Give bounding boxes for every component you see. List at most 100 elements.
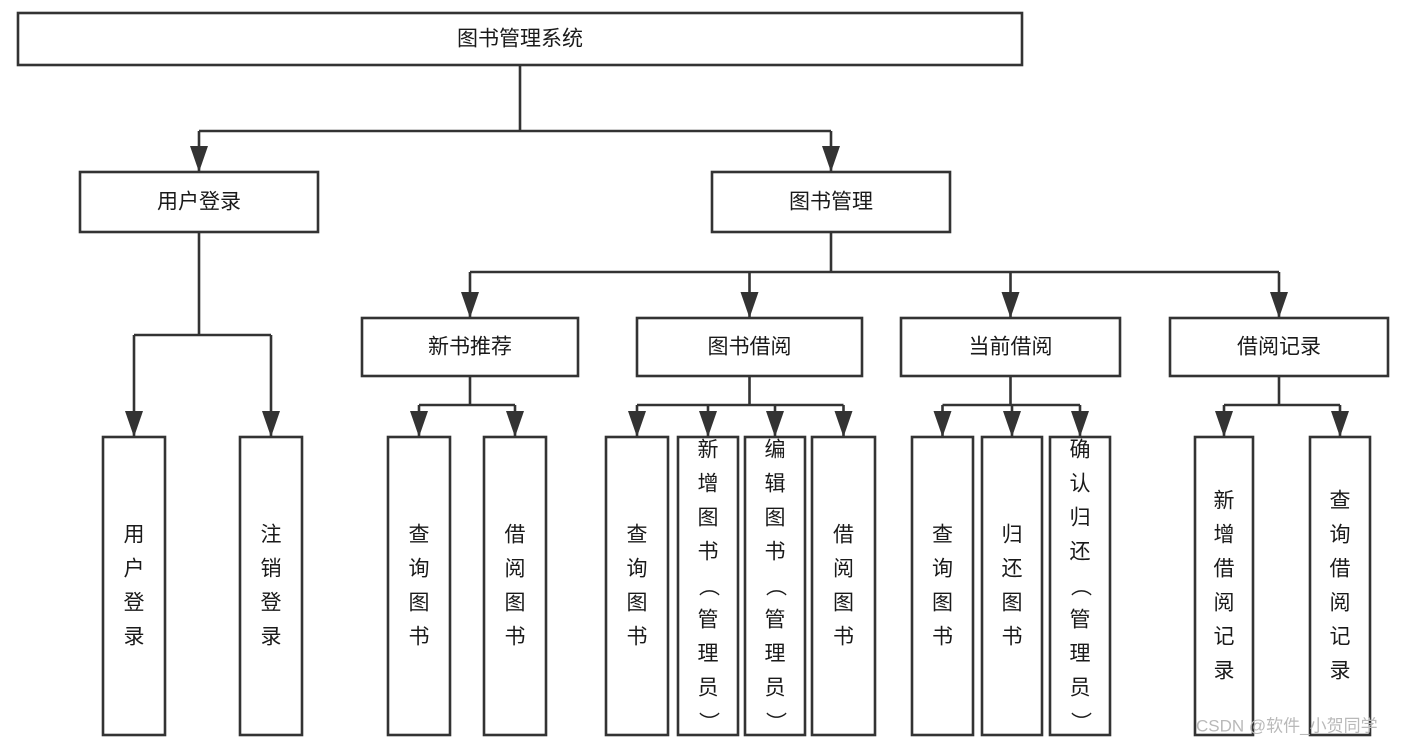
node-label-current-borrow: 当前借阅: [969, 336, 1053, 359]
node-label-char: 图: [932, 592, 953, 615]
arrow-head-icon: [1001, 292, 1020, 318]
node-label-char: 书: [932, 626, 953, 649]
arrow-head-icon: [1071, 411, 1089, 437]
node-label-leaf-user-login: 用户登录: [124, 524, 145, 649]
node-box-leaf-add-book[interactable]: [676, 435, 740, 737]
node-label-char: 借: [1330, 558, 1351, 581]
node-box-leaf-add-record[interactable]: [1193, 435, 1255, 737]
node-label-char: 编: [765, 439, 786, 462]
node-box-leaf-confirm-return[interactable]: [1048, 435, 1112, 737]
node-box-leaf-query-book-borrow[interactable]: [604, 435, 670, 737]
node-label-char: 理: [1070, 643, 1091, 666]
node-box-leaf-borrow-book-recommend[interactable]: [482, 435, 548, 737]
node-label-char: 书: [627, 626, 648, 649]
node-box-borrow-record[interactable]: [1168, 316, 1390, 378]
node-box-leaf-query-book-current[interactable]: [910, 435, 975, 737]
arrow-head-icon: [699, 411, 717, 437]
node-label-char: 增: [698, 473, 719, 496]
node-label-char: 录: [1330, 660, 1351, 683]
node-box-leaf-user-login[interactable]: [101, 435, 167, 737]
node-box-new-book-recommend[interactable]: [360, 316, 580, 378]
node-box-undefined[interactable]: [16, 11, 1024, 67]
node-label-char: 书: [505, 626, 526, 649]
node-label-char: 用: [124, 524, 145, 547]
node-box-leaf-edit-book[interactable]: [743, 435, 807, 737]
node-label-char: 图: [505, 592, 526, 615]
node-label-char: 记: [1214, 626, 1235, 649]
node-label-char: 阅: [1214, 592, 1235, 615]
node-label-char: 注: [261, 524, 282, 547]
node-box-leaf-return-book[interactable]: [980, 435, 1044, 737]
node-box-book-borrow[interactable]: [635, 316, 864, 378]
node-label-char: 询: [409, 558, 430, 581]
node-label-char: （: [764, 576, 787, 597]
arrow-head-icon: [1331, 411, 1349, 437]
node-box-leaf-logout[interactable]: [238, 435, 304, 737]
node-box-book-manage[interactable]: [710, 170, 952, 234]
node-label-char: 书: [1002, 626, 1023, 649]
node-label-char: 新: [1214, 490, 1235, 513]
node-label-char: 辑: [765, 473, 786, 496]
node-label-layer: 图书管理系统用户登录图书管理新书推荐图书借阅当前借阅借阅记录用户登录注销登录查询…: [124, 28, 1351, 733]
node-box-leaf-query-record[interactable]: [1308, 435, 1372, 737]
node-label-char: 图: [627, 592, 648, 615]
node-label-char: 查: [932, 524, 953, 547]
node-label-char: ）: [697, 712, 720, 733]
node-label-char: 还: [1070, 541, 1091, 564]
node-label-user-login: 用户登录: [157, 191, 241, 214]
node-box-current-borrow[interactable]: [899, 316, 1122, 378]
node-label-book-borrow: 图书借阅: [708, 336, 792, 359]
arrow-head-icon: [1215, 411, 1233, 437]
node-label-char: 认: [1070, 473, 1091, 496]
node-label-char: 登: [261, 592, 282, 615]
node-label-char: 记: [1330, 626, 1351, 649]
arrow-head-icon: [125, 411, 143, 437]
node-label-char: 询: [627, 558, 648, 581]
node-label-char: 书: [409, 626, 430, 649]
connector-layer: [125, 65, 1349, 437]
node-label-char: 图: [698, 507, 719, 530]
node-label-char: ）: [1069, 712, 1092, 733]
node-label-char: 增: [1214, 524, 1235, 547]
node-box-leaf-borrow-book[interactable]: [810, 435, 877, 737]
node-label-char: 新: [698, 439, 719, 462]
node-label-char: 图: [765, 507, 786, 530]
node-label-char: 查: [1330, 490, 1351, 513]
node-label-char: 查: [627, 524, 648, 547]
csdn-watermark: CSDN @软件_小贺同学: [1196, 717, 1378, 736]
node-label-char: ）: [764, 712, 787, 733]
arrow-head-icon: [190, 146, 208, 172]
node-label-char: 阅: [833, 558, 854, 581]
node-label-char: 员: [1070, 677, 1091, 700]
node-label-char: 归: [1070, 507, 1091, 530]
node-label-char: 书: [698, 541, 719, 564]
node-box-leaf-query-book-recommend[interactable]: [386, 435, 452, 737]
arrow-head-icon: [822, 146, 840, 172]
arrow-head-icon: [461, 292, 479, 318]
node-label-new-book-recommend: 新书推荐: [428, 336, 512, 359]
node-label-char: 登: [124, 592, 145, 615]
node-label-char: 借: [1214, 558, 1235, 581]
node-label-char: 管: [765, 609, 786, 632]
arrow-head-icon: [1003, 411, 1021, 437]
node-label-char: 询: [932, 558, 953, 581]
node-label-char: 户: [124, 558, 145, 581]
node-box-user-login[interactable]: [78, 170, 320, 234]
arrow-head-icon: [766, 411, 784, 437]
node-label-undefined: 图书管理系统: [457, 28, 583, 51]
node-label-char: 还: [1002, 558, 1023, 581]
node-label-char: 录: [261, 626, 282, 649]
node-box-layer: [16, 11, 1390, 737]
arrow-head-icon: [834, 411, 853, 437]
node-label-char: 管: [698, 609, 719, 632]
